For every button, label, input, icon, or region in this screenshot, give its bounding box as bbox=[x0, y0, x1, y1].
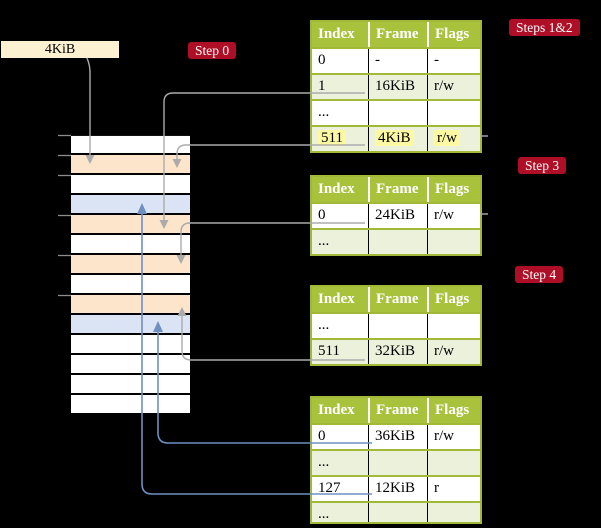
table-cell: r/w bbox=[427, 340, 480, 364]
table-cell: 0 bbox=[318, 428, 326, 444]
table-cell bbox=[368, 101, 427, 125]
memory-frame-6 bbox=[71, 235, 190, 255]
table-cell: ... bbox=[318, 454, 330, 470]
table-cell: 0 bbox=[318, 207, 326, 223]
highlighted-value: 511 bbox=[318, 130, 346, 146]
table-cell: 36KiB bbox=[368, 425, 427, 449]
page-table-base-box: 4KiB bbox=[1, 41, 119, 58]
column-header-index: Index bbox=[318, 402, 355, 418]
column-header-flags: Flags bbox=[427, 398, 480, 423]
memory-frame-2 bbox=[71, 155, 190, 175]
memory-frame-3 bbox=[71, 175, 190, 195]
table-cell bbox=[368, 230, 427, 254]
table-cell bbox=[427, 230, 480, 254]
memory-frame-14 bbox=[71, 395, 190, 415]
table-cell bbox=[368, 451, 427, 475]
column-header-frame: Frame bbox=[368, 287, 427, 312]
memory-frame-5 bbox=[71, 215, 190, 235]
badge-step-0: Step 0 bbox=[188, 42, 237, 59]
table-row: ... bbox=[312, 228, 480, 254]
table-cell: 127 bbox=[318, 480, 341, 496]
highlighted-value: 4KiB bbox=[375, 130, 414, 146]
badge-steps-1-2: Steps 1&2 bbox=[509, 19, 580, 36]
memory-frame-1 bbox=[71, 135, 190, 155]
table-cell: 16KiB bbox=[368, 75, 427, 99]
column-header-index: Index bbox=[318, 291, 355, 307]
table-cell: r/w bbox=[427, 425, 480, 449]
table-cell: r bbox=[427, 477, 480, 501]
table-cell: 1 bbox=[318, 78, 326, 94]
badge-step-3: Step 3 bbox=[518, 157, 567, 174]
table-cell: ... bbox=[318, 317, 330, 333]
memory-frame-10 bbox=[71, 315, 190, 335]
table-cell: ... bbox=[318, 233, 330, 249]
table-cell bbox=[427, 503, 480, 522]
table-row: ... bbox=[312, 312, 480, 338]
memory-frame-11 bbox=[71, 335, 190, 355]
table-row: ... bbox=[312, 501, 480, 522]
table-cell: - bbox=[368, 49, 427, 73]
table-cell bbox=[368, 314, 427, 338]
table-cell bbox=[427, 451, 480, 475]
memory-frame-9 bbox=[71, 295, 190, 315]
table-cell: ... bbox=[318, 506, 330, 522]
table-cell: r/w bbox=[427, 204, 480, 228]
table-cell: 32KiB bbox=[368, 340, 427, 364]
column-header-index: Index bbox=[318, 181, 355, 197]
column-header-frame: Frame bbox=[368, 398, 427, 423]
column-header-flags: Flags bbox=[427, 287, 480, 312]
table-cell: 511 bbox=[318, 343, 340, 359]
table-cell: 12KiB bbox=[368, 477, 427, 501]
memory-frame-12 bbox=[71, 355, 190, 375]
highlighted-value: r/w bbox=[434, 130, 460, 146]
memory-ticks bbox=[58, 134, 71, 297]
memory-frame-8 bbox=[71, 275, 190, 295]
table-row: 511 4KiB r/w bbox=[312, 125, 480, 151]
table-cell bbox=[427, 314, 480, 338]
table-cell: 0 bbox=[318, 52, 326, 68]
table-cell: 511 bbox=[312, 127, 368, 151]
column-header-frame: Frame bbox=[368, 177, 427, 202]
badge-step-4: Step 4 bbox=[515, 266, 564, 283]
table-cell: r/w bbox=[427, 127, 480, 151]
table-cell: - bbox=[427, 49, 480, 73]
table-cell bbox=[368, 503, 427, 522]
column-header-flags: Flags bbox=[427, 177, 480, 202]
memory-stack bbox=[71, 135, 190, 415]
table-row: ... bbox=[312, 99, 480, 125]
column-header-flags: Flags bbox=[427, 22, 480, 47]
memory-frame-13 bbox=[71, 375, 190, 395]
table-cell: 4KiB bbox=[368, 127, 427, 151]
table-cell: r/w bbox=[427, 75, 480, 99]
memory-frame-4 bbox=[71, 195, 190, 215]
column-header-frame: Frame bbox=[368, 22, 427, 47]
table-row: ... bbox=[312, 449, 480, 475]
table-cell bbox=[427, 101, 480, 125]
memory-frame-7 bbox=[71, 255, 190, 275]
table-row: 0 -- bbox=[312, 47, 480, 73]
column-header-index: Index bbox=[318, 26, 355, 42]
table-cell: ... bbox=[318, 104, 330, 120]
table-cell: 24KiB bbox=[368, 204, 427, 228]
